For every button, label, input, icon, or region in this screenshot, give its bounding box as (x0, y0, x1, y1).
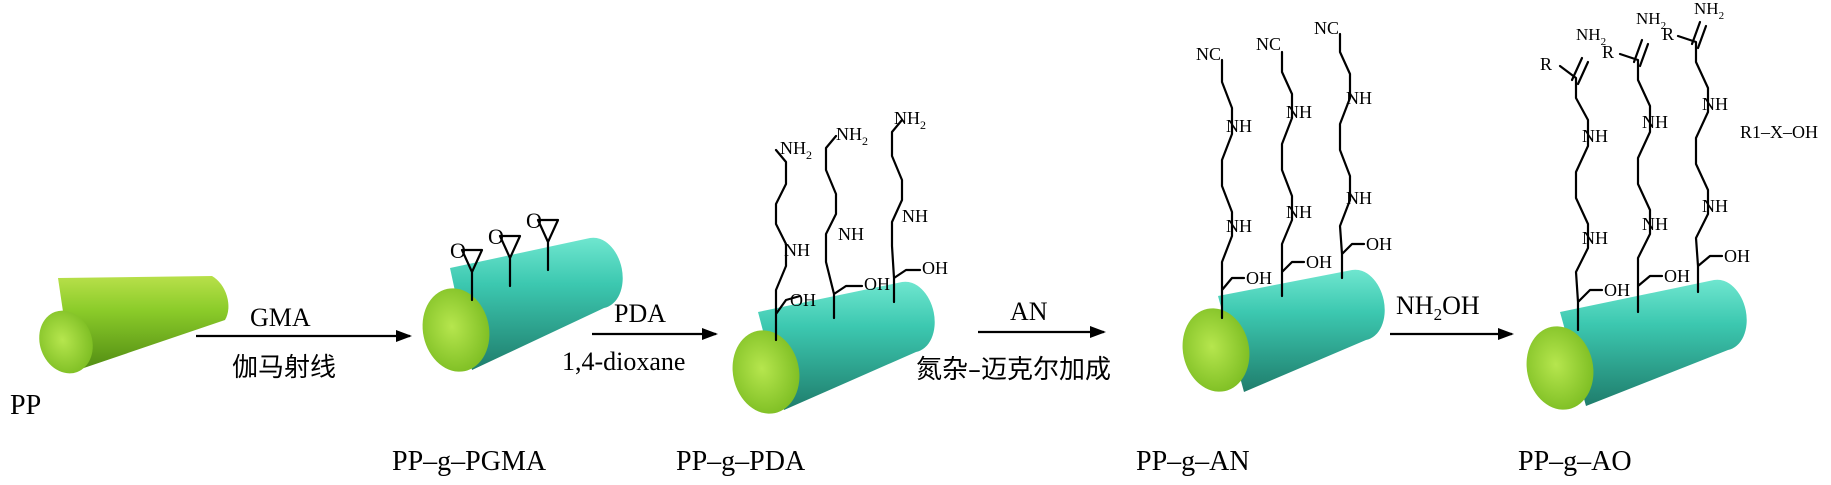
an-nh-3b: NH (1346, 88, 1372, 108)
ao-r-2: R (1602, 42, 1614, 62)
ao-nh-3a: NH (1702, 196, 1728, 216)
arrow-2-head (702, 328, 718, 340)
svg-text:O: O (450, 238, 466, 263)
an-nh-1b: NH (1226, 116, 1252, 136)
ao-nh-1a: NH (1582, 228, 1608, 248)
ao-chains (1558, 20, 1724, 332)
an-nh-1a: NH (1226, 216, 1252, 236)
ao-oh-1: OH (1604, 280, 1630, 300)
pp-fiber (39, 276, 229, 374)
pda-nh-2: NH (838, 224, 864, 244)
ao-label: PP–g–AO (1518, 446, 1632, 477)
an-nh-2b: NH (1286, 102, 1312, 122)
ao-r-3: R (1662, 24, 1674, 44)
step4-reagent: NH2OH (1396, 291, 1480, 324)
arrow-1-head (396, 330, 412, 342)
pgma-fiber: O O O (422, 208, 623, 372)
svg-text:O: O (488, 224, 504, 249)
step2-condition: 1,4-dioxane (562, 347, 685, 376)
pda-oh-1: OH (790, 290, 816, 310)
ao-oh-3: OH (1724, 246, 1750, 266)
an-nc-3: NC (1314, 18, 1339, 38)
ao-nh2-1: NH2 (1576, 25, 1606, 48)
step3-reagent: AN (1010, 297, 1048, 326)
an-oh-2: OH (1306, 252, 1332, 272)
pda-label: PP–g–PDA (676, 446, 806, 477)
an-nh-2a: NH (1286, 202, 1312, 222)
svg-text:O: O (526, 208, 542, 233)
an-groups: OH OH OH NH NH NH NH NH NH NC NC NC (1196, 18, 1392, 288)
arrow-3-head (1090, 326, 1106, 338)
an-oh-3: OH (1366, 234, 1392, 254)
pda-nh-1: NH (784, 240, 810, 260)
pda-oh-2: OH (864, 274, 890, 294)
arrow-4-head (1498, 328, 1514, 340)
pda-fiber (732, 118, 935, 414)
an-label: PP–g–AN (1136, 446, 1250, 477)
pda-oh-3: OH (922, 258, 948, 278)
ao-nh2-3: NH2 (1694, 0, 1724, 22)
pda-nh-3: NH (902, 206, 928, 226)
pp-label: PP (10, 390, 41, 421)
an-oh-1: OH (1246, 268, 1272, 288)
ao-r-1: R (1540, 54, 1552, 74)
ao-nh-2b: NH (1642, 112, 1668, 132)
pda-groups: OH OH OH NH NH NH NH2 NH2 NH2 (780, 108, 948, 310)
an-nh-3a: NH (1346, 188, 1372, 208)
an-nc-2: NC (1256, 34, 1281, 54)
pgma-label: PP–g–PGMA (392, 446, 547, 477)
ao-side-group: R1–X–OH (1740, 122, 1818, 142)
ao-nh2-2: NH2 (1636, 9, 1666, 32)
ao-fiber (1526, 20, 1747, 410)
an-fiber (1182, 32, 1385, 392)
step2-reagent: PDA (614, 299, 666, 328)
pda-nh2-3: NH2 (894, 108, 926, 132)
ao-groups: OH OH OH NH NH NH NH NH NH R R R NH2 NH2… (1540, 0, 1818, 300)
ao-nh-3b: NH (1702, 94, 1728, 114)
step1-reagent: GMA (250, 303, 311, 332)
ao-nh-2a: NH (1642, 214, 1668, 234)
pda-nh2-1: NH2 (780, 138, 812, 162)
an-chains (1220, 32, 1366, 320)
pda-chains (774, 118, 922, 342)
ao-oh-2: OH (1664, 266, 1690, 286)
an-nc-1: NC (1196, 44, 1221, 64)
pda-nh2-2: NH2 (836, 124, 868, 148)
step1-condition: 伽马射线 (232, 353, 336, 383)
step3-condition: 氮杂–迈克尔加成 (916, 355, 1111, 385)
ao-nh-1b: NH (1582, 126, 1608, 146)
epoxide-oxygens: O O O (450, 208, 542, 263)
epoxide-groups (460, 218, 560, 302)
